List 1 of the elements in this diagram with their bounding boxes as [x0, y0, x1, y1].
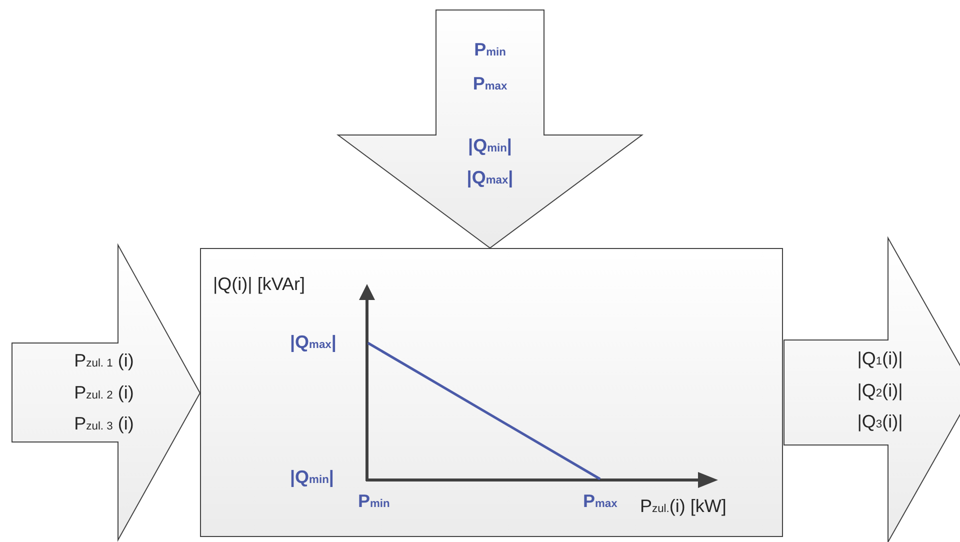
axis-title: |Q(i)| [kVAr]: [213, 274, 306, 295]
